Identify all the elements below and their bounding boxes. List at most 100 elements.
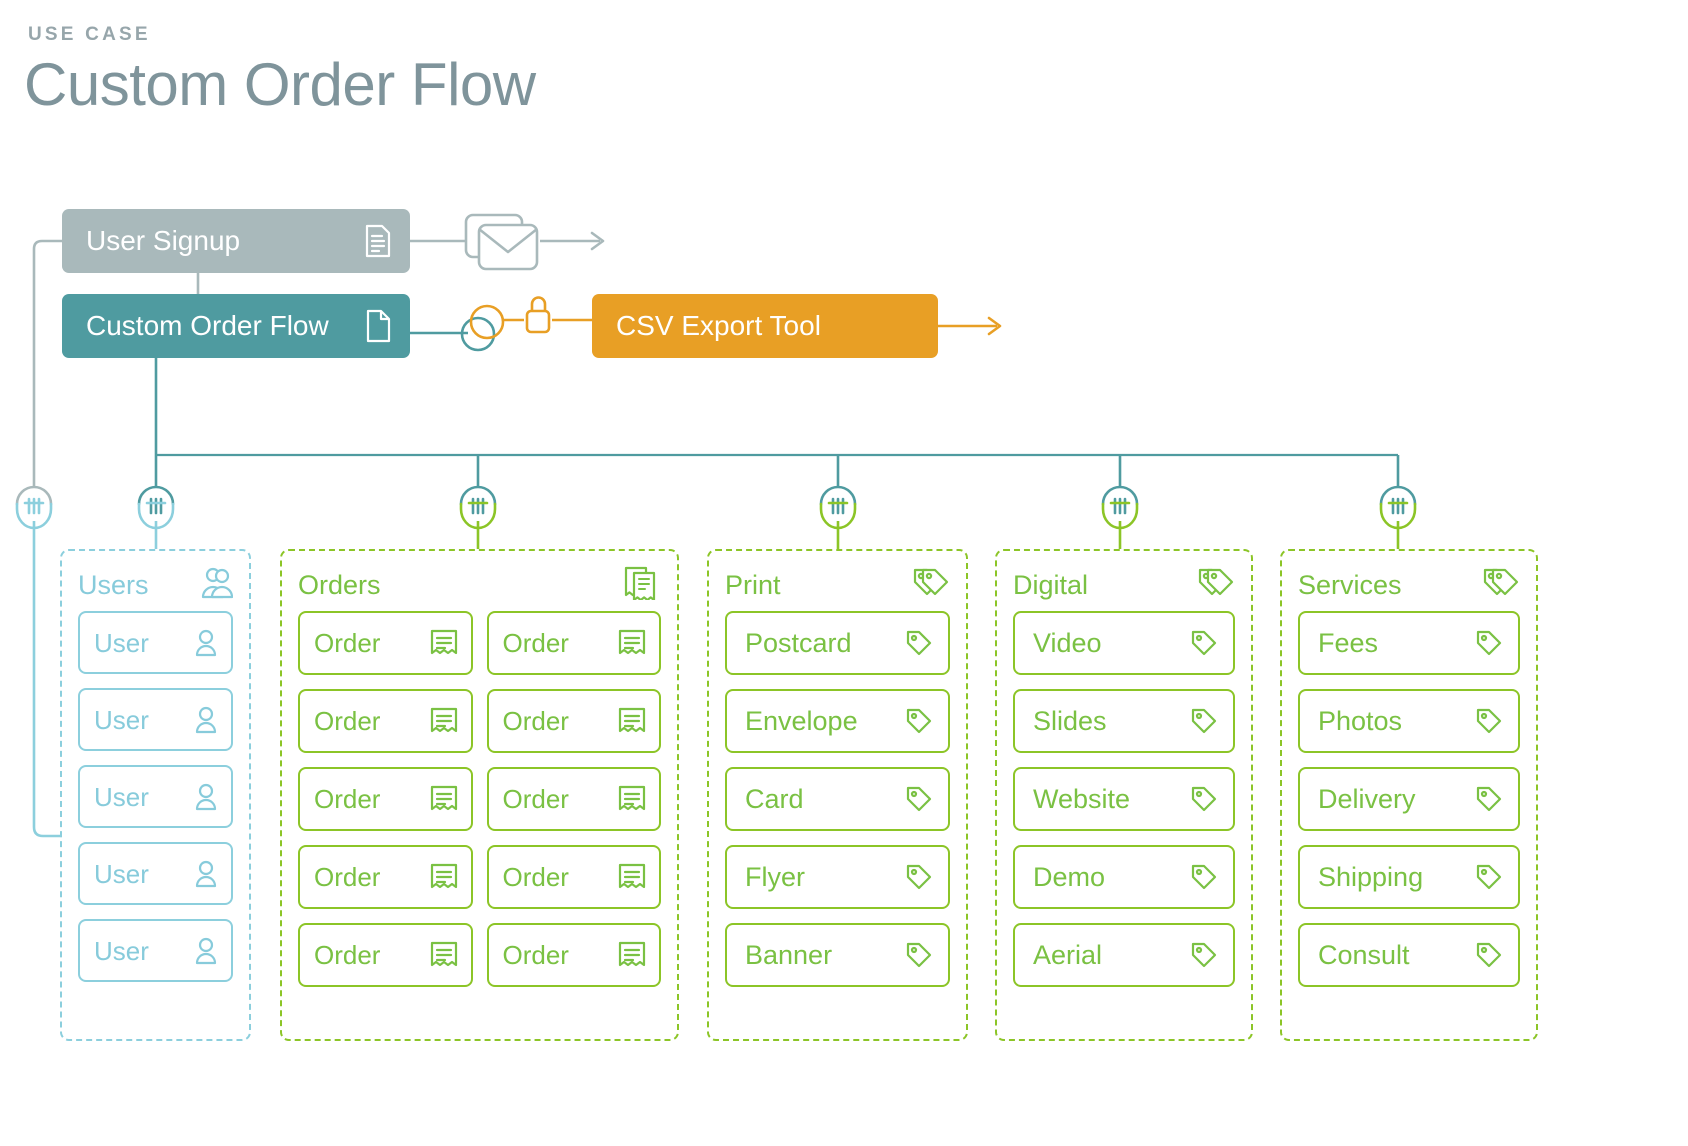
list-item[interactable]: Fees bbox=[1298, 611, 1520, 675]
plug-icon bbox=[1101, 485, 1139, 530]
group-items: Postcard Envelope bbox=[725, 611, 950, 987]
list-item[interactable]: Order bbox=[298, 923, 473, 987]
group-header: Orders bbox=[298, 565, 661, 605]
tag-icon bbox=[1474, 707, 1504, 735]
item-label: Order bbox=[502, 628, 569, 658]
group-items: Video Slides Websi bbox=[1013, 611, 1235, 987]
list-item[interactable]: Order bbox=[486, 689, 661, 753]
list-item[interactable]: Slides bbox=[1013, 689, 1235, 753]
item-column: User User User bbox=[78, 611, 233, 982]
item-label: Consult bbox=[1318, 939, 1410, 970]
item-label: Order bbox=[314, 706, 381, 736]
group-items: Order Order bbox=[298, 611, 661, 987]
page-title: Custom Order Flow bbox=[24, 51, 536, 118]
list-item[interactable]: Order bbox=[298, 767, 473, 831]
item-label: Aerial bbox=[1033, 939, 1103, 970]
list-item[interactable]: Demo bbox=[1013, 845, 1235, 909]
list-item[interactable]: Consult bbox=[1298, 923, 1520, 987]
receipt-icon bbox=[617, 941, 647, 969]
tag-icon bbox=[1189, 629, 1219, 657]
list-item[interactable]: Order bbox=[298, 611, 473, 675]
page-icon bbox=[364, 309, 392, 343]
item-column: Order Order bbox=[486, 611, 661, 987]
process-box-user-signup[interactable]: User Signup bbox=[62, 209, 410, 273]
list-item[interactable]: Delivery bbox=[1298, 767, 1520, 831]
item-label: Order bbox=[502, 940, 569, 970]
item-label: Photos bbox=[1318, 705, 1403, 736]
list-item[interactable]: Order bbox=[298, 845, 473, 909]
receipt-icon bbox=[617, 785, 647, 813]
receipt-icon bbox=[429, 863, 459, 891]
list-item[interactable]: User bbox=[78, 842, 233, 905]
item-label: Delivery bbox=[1318, 783, 1416, 814]
item-column: Postcard Envelope bbox=[725, 611, 950, 987]
receipt-icon bbox=[429, 941, 459, 969]
item-label: Order bbox=[314, 628, 381, 658]
item-label: User bbox=[94, 858, 149, 889]
list-item[interactable]: User bbox=[78, 688, 233, 751]
receipt-icon bbox=[617, 863, 647, 891]
list-item[interactable]: Website bbox=[1013, 767, 1235, 831]
tag-icon bbox=[1474, 863, 1504, 891]
receipt-icon bbox=[429, 707, 459, 735]
item-label: Order bbox=[314, 940, 381, 970]
tag-icon bbox=[904, 863, 934, 891]
tag-icon bbox=[1189, 707, 1219, 735]
list-item[interactable]: Order bbox=[486, 611, 661, 675]
group-print[interactable]: Print Postcard bbox=[707, 549, 968, 1041]
list-item[interactable]: User bbox=[78, 765, 233, 828]
item-label: Demo bbox=[1033, 861, 1106, 892]
item-label: Order bbox=[502, 784, 569, 814]
item-label: User bbox=[94, 704, 149, 735]
list-item[interactable]: Order bbox=[486, 845, 661, 909]
receipt-icon bbox=[429, 629, 459, 657]
group-title: Digital bbox=[1013, 569, 1089, 600]
process-box-custom-order-flow[interactable]: Custom Order Flow bbox=[62, 294, 410, 358]
user-icon bbox=[193, 783, 219, 811]
item-label: Order bbox=[314, 862, 381, 892]
list-item[interactable]: Card bbox=[725, 767, 950, 831]
group-digital[interactable]: Digital Video bbox=[995, 549, 1253, 1041]
document-lines-icon bbox=[364, 224, 392, 258]
tag-icon bbox=[904, 707, 934, 735]
double-tag-icon bbox=[1197, 567, 1235, 604]
list-item[interactable]: Order bbox=[486, 923, 661, 987]
tag-icon bbox=[1189, 785, 1219, 813]
tag-icon bbox=[1474, 941, 1504, 969]
item-column: Order Order bbox=[298, 611, 473, 987]
eyebrow-label: USE CASE bbox=[28, 24, 151, 45]
list-item[interactable]: User bbox=[78, 919, 233, 982]
item-label: Website bbox=[1033, 783, 1131, 814]
group-header: Digital bbox=[1013, 565, 1235, 605]
list-item[interactable]: Flyer bbox=[725, 845, 950, 909]
list-item[interactable]: Aerial bbox=[1013, 923, 1235, 987]
group-users[interactable]: Users User bbox=[60, 549, 251, 1041]
user-icon bbox=[193, 860, 219, 888]
receipt-icon bbox=[617, 629, 647, 657]
user-icon bbox=[193, 937, 219, 965]
list-item[interactable]: Video bbox=[1013, 611, 1235, 675]
list-item[interactable]: Order bbox=[486, 767, 661, 831]
receipt-icon bbox=[617, 707, 647, 735]
group-items: User User User bbox=[78, 611, 233, 982]
item-label: Envelope bbox=[745, 705, 858, 736]
receipt-icon bbox=[429, 785, 459, 813]
process-box-csv-export-tool[interactable]: CSV Export Tool bbox=[592, 294, 938, 358]
list-item[interactable]: Postcard bbox=[725, 611, 950, 675]
list-item[interactable]: User bbox=[78, 611, 233, 674]
item-label: User bbox=[94, 935, 149, 966]
tag-icon bbox=[904, 629, 934, 657]
user-icon bbox=[193, 629, 219, 657]
users-group-icon bbox=[199, 567, 234, 604]
tag-icon bbox=[1189, 941, 1219, 969]
group-title: Users bbox=[78, 569, 149, 600]
group-orders[interactable]: Orders Order bbox=[280, 549, 679, 1041]
group-services[interactable]: Services Fees bbox=[1280, 549, 1538, 1041]
list-item[interactable]: Photos bbox=[1298, 689, 1520, 753]
list-item[interactable]: Shipping bbox=[1298, 845, 1520, 909]
list-item[interactable]: Banner bbox=[725, 923, 950, 987]
tag-icon bbox=[1474, 785, 1504, 813]
list-item[interactable]: Envelope bbox=[725, 689, 950, 753]
list-item[interactable]: Order bbox=[298, 689, 473, 753]
group-title: Orders bbox=[298, 569, 381, 600]
